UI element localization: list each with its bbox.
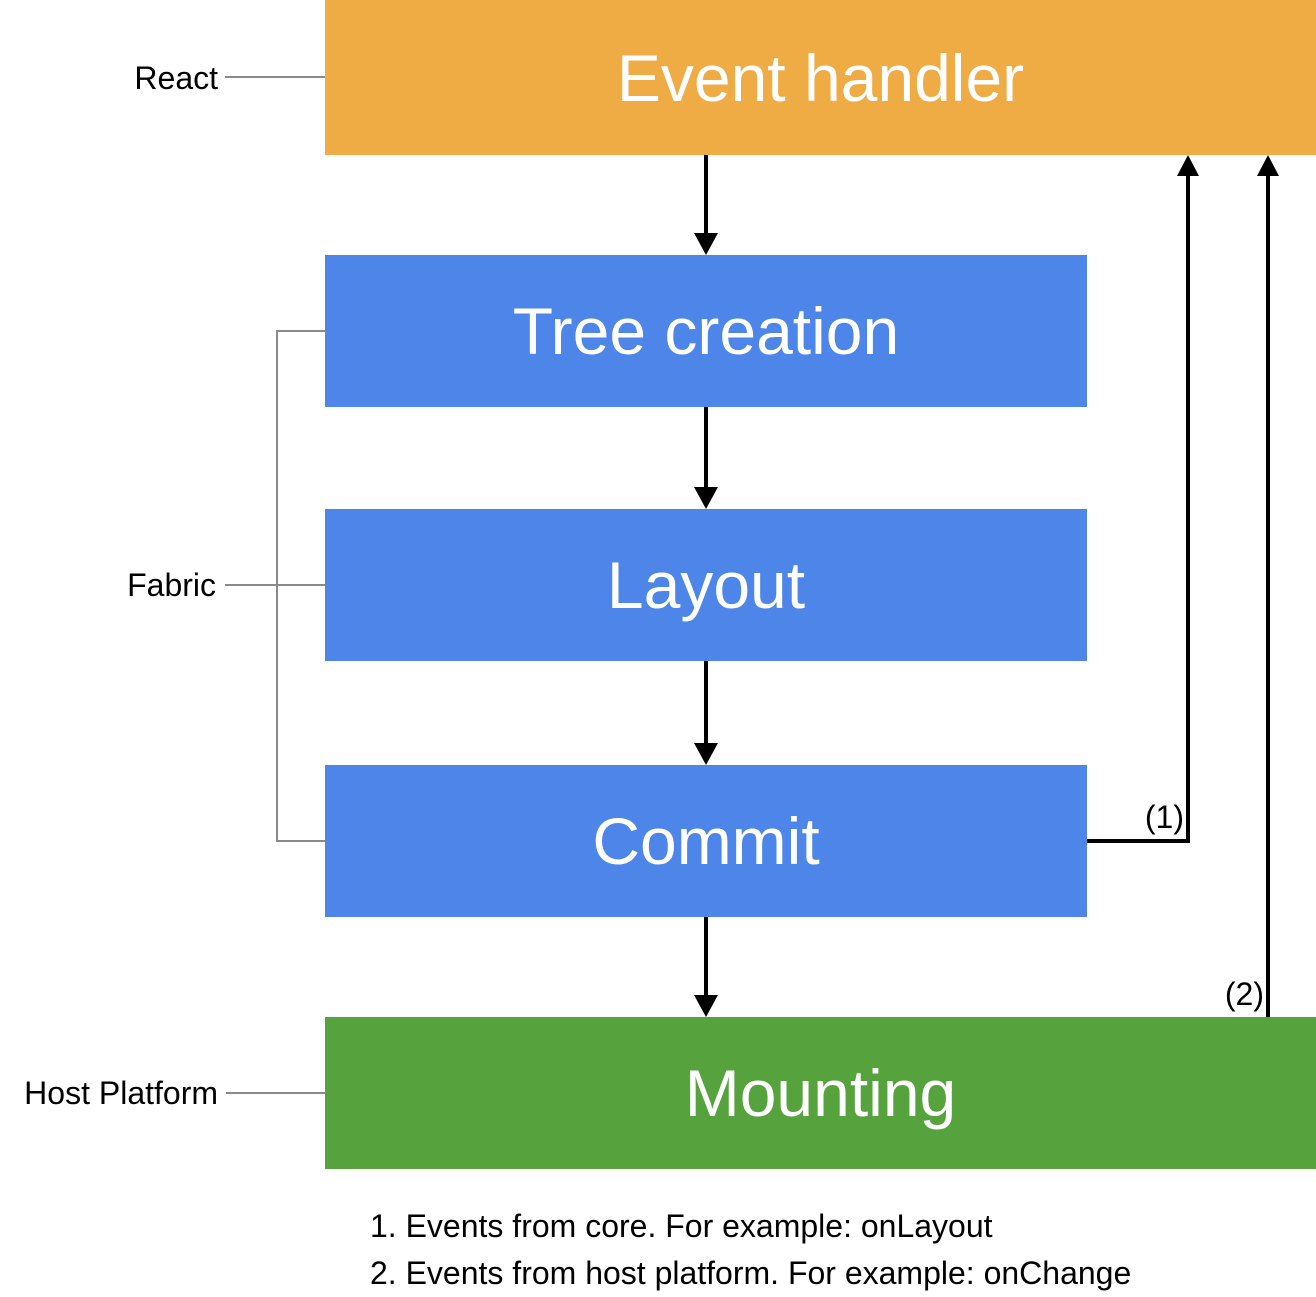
node-layout: Layout (325, 509, 1087, 661)
arrowhead-down-icon (694, 743, 718, 765)
arrow-mounting-to-event-handler-vertical (1266, 175, 1270, 1017)
footnote-1: 1. Events from core. For example: onLayo… (370, 1208, 993, 1244)
node-event-handler: Event handler (325, 0, 1316, 155)
node-event-handler-label: Event handler (616, 40, 1025, 115)
arrow-commit-to-mounting (704, 917, 708, 995)
arrowhead-down-icon (694, 487, 718, 509)
arrowhead-down-icon (694, 233, 718, 255)
fabric-bracket-vertical-line (276, 330, 278, 842)
node-commit: Commit (325, 765, 1087, 917)
node-commit-label: Commit (592, 804, 820, 878)
arrowhead-up-icon (1257, 155, 1279, 176)
footnotes: 1. Events from core. For example: onLayo… (370, 1203, 1131, 1297)
arrow-event-handler-to-tree-creation (704, 155, 708, 233)
arrowhead-down-icon (694, 995, 718, 1017)
arrow-layout-to-commit (704, 661, 708, 743)
fabric-bracket-top-stub (276, 330, 325, 332)
arrow-commit-to-event-handler-vertical (1186, 175, 1190, 843)
react-connector-line (225, 76, 325, 78)
fabric-connector-line (225, 584, 325, 586)
edge-label-2: (2) (1224, 976, 1264, 1012)
group-label-fabric: Fabric (127, 567, 216, 603)
node-mounting-label: Mounting (684, 1056, 957, 1130)
node-layout-label: Layout (606, 548, 806, 622)
node-mounting: Mounting (325, 1017, 1316, 1169)
node-tree-creation: Tree creation (325, 255, 1087, 407)
footnote-2: 2. Events from host platform. For exampl… (370, 1255, 1132, 1291)
arrow-commit-to-event-handler-horizontal (1087, 839, 1190, 843)
edge-label-1: (1) (1144, 799, 1184, 835)
group-label-react: React (134, 60, 218, 96)
fabric-bracket-bottom-stub (276, 840, 325, 842)
group-label-host-platform: Host Platform (24, 1075, 218, 1111)
host-platform-connector-line (226, 1092, 325, 1094)
node-tree-creation-label: Tree creation (512, 294, 900, 368)
arrow-tree-creation-to-layout (704, 407, 708, 487)
arrowhead-up-icon (1177, 155, 1199, 176)
